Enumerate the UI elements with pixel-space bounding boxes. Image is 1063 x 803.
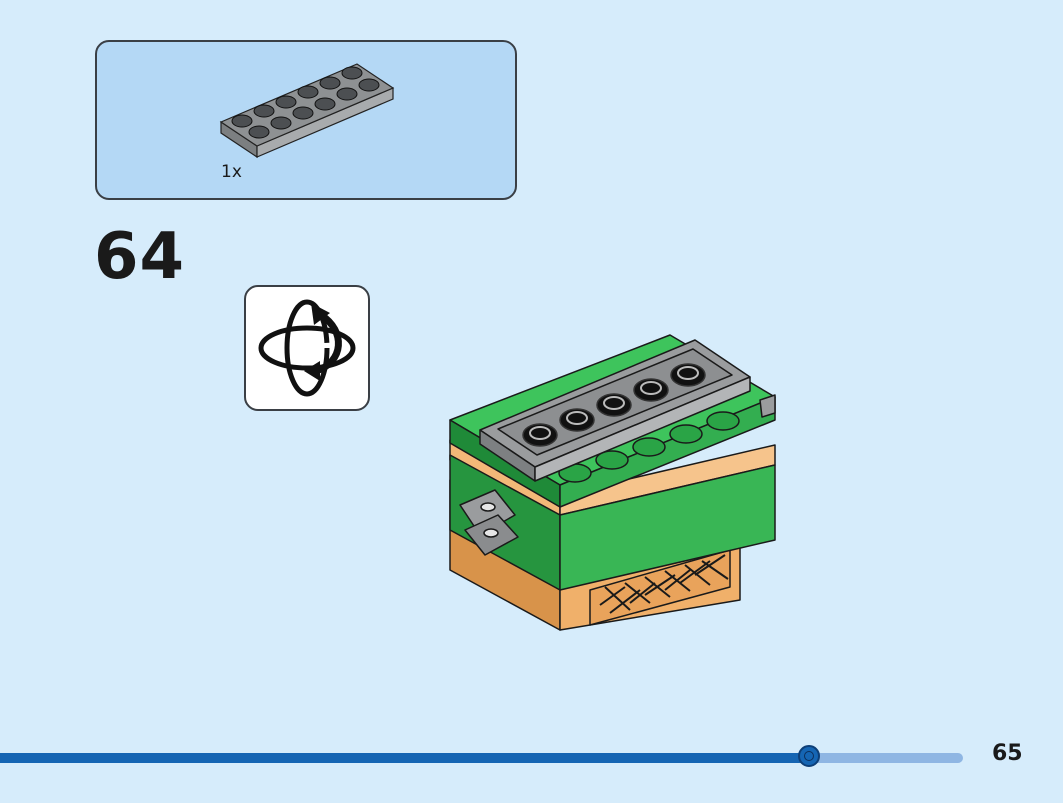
progress-marker	[797, 745, 820, 767]
page-number: 65	[992, 741, 1023, 766]
step-number: 64	[94, 220, 186, 294]
parts-list-callout: 1x	[95, 40, 517, 200]
instruction-progress-bar	[0, 745, 963, 767]
part-quantity: 1x	[221, 162, 242, 182]
rotate-model-icon	[258, 299, 356, 397]
gray-plate-2x6-icon	[219, 63, 395, 159]
model-build-icon	[440, 325, 785, 639]
progress-fill	[0, 753, 809, 763]
rotate-model-indicator	[244, 285, 370, 411]
